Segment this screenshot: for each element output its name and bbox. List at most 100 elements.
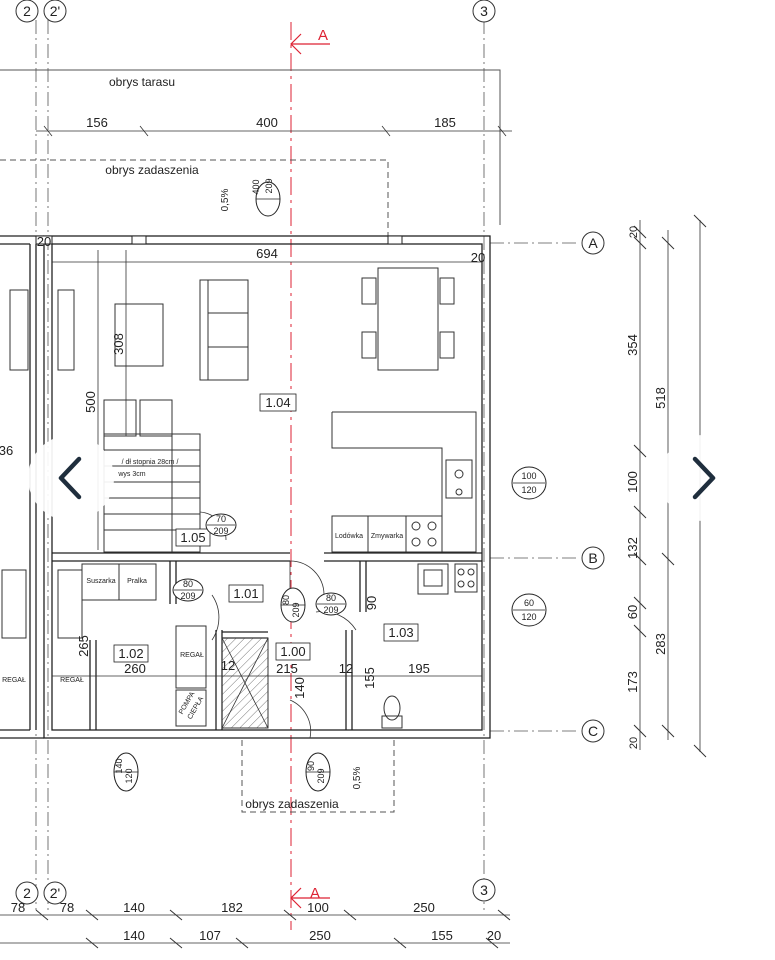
label-regal-2: REGAŁ	[60, 677, 84, 684]
dim-right-20-bottom: 20	[628, 737, 640, 749]
dim-right-283: 283	[653, 633, 668, 655]
door-3-width: 80	[183, 579, 193, 589]
prev-image-button[interactable]	[28, 435, 114, 521]
window-1-width: 100	[521, 471, 536, 481]
room-number-100: 1.00	[280, 644, 305, 659]
axis-label-bottom-3: 3	[480, 882, 488, 898]
dim-right-20-top: 20	[628, 226, 640, 238]
door-7-height: 209	[316, 768, 326, 783]
dim-bottom-2-d: 155	[431, 928, 453, 943]
roof-outline-bottom	[241, 740, 395, 813]
dim-20b: 20	[471, 250, 485, 265]
dim-right-60: 60	[625, 605, 640, 619]
dim-right-132: 132	[625, 537, 640, 559]
dim-20a: 20	[37, 234, 51, 249]
axis-label-top-2p: 2'	[50, 3, 60, 19]
door-3-height: 209	[180, 591, 195, 601]
room-number-102: 1.02	[118, 646, 143, 661]
door-1-height: 209	[264, 178, 274, 193]
door-5-width: 80	[326, 593, 336, 603]
door-6-width: 140	[114, 758, 124, 773]
dim-260: 260	[124, 661, 146, 676]
section-marker-top	[290, 33, 330, 55]
dim-694: 694	[256, 246, 278, 261]
dim-bottom-1-c: 140	[123, 900, 145, 915]
window-1-height: 120	[521, 485, 536, 495]
stair-note-1: / dł stopnia 28cm /	[122, 459, 179, 466]
dim-308: 308	[111, 333, 126, 355]
chevron-left-icon	[58, 456, 82, 500]
axis-label-a: A	[588, 235, 598, 251]
dim-right-354: 354	[625, 334, 640, 356]
label-pralka: Pralka	[127, 578, 147, 585]
door-4-height: 209	[291, 602, 301, 617]
label-suszarka: Suszarka	[86, 578, 115, 585]
axis-label-b: B	[588, 550, 597, 566]
label-regal-3: REGAŁ	[2, 677, 26, 684]
axis-label-top-3: 3	[480, 3, 488, 19]
section-marker-top-label: A	[318, 27, 328, 44]
dim-215: 215	[276, 661, 298, 676]
dim-bottom-2-e: 20	[487, 928, 501, 943]
label-zmywarka: Zmywarka	[371, 533, 403, 540]
dim-bottom-2-b: 107	[199, 928, 221, 943]
door-6-height: 120	[124, 768, 134, 783]
dim-bottom-2-a: 140	[123, 928, 145, 943]
dim-36: 36	[0, 443, 13, 458]
dim-right-100: 100	[625, 471, 640, 493]
door-4-width: 80	[281, 595, 291, 605]
chevron-right-icon	[692, 456, 716, 500]
axis-label-c: C	[588, 723, 598, 739]
door-2-height: 209	[213, 526, 228, 536]
label-lodowka: Lodówka	[335, 533, 363, 540]
axis-bubbles	[15, 0, 605, 905]
furniture	[1, 267, 478, 729]
door-5-height: 209	[323, 605, 338, 615]
terrace-outline	[0, 69, 501, 225]
dim-bottom-1-a: 78	[11, 900, 25, 915]
dim-bottom-1-f: 250	[413, 900, 435, 915]
dim-140v: 140	[292, 677, 307, 699]
dim-195: 195	[408, 661, 430, 676]
room-number-104: 1.04	[265, 395, 290, 410]
dim-right-518: 518	[653, 387, 668, 409]
dim-bottom-1-e: 100	[307, 900, 329, 915]
roof-outline-top-label: obrys zadaszenia	[105, 163, 199, 177]
dim-155: 155	[362, 667, 377, 689]
room-number-105: 1.05	[180, 530, 205, 545]
dim-bottom-2-c: 250	[309, 928, 331, 943]
terrace-outline-label: obrys tarasu	[109, 75, 175, 89]
dim-top-156: 156	[86, 115, 108, 130]
roof-outline-bottom-label: obrys zadaszenia	[245, 797, 339, 811]
door-1-width: 400	[251, 179, 261, 194]
dim-top-400: 400	[256, 115, 278, 130]
stair-note-2: wys 3cm	[117, 471, 145, 478]
dim-top-185: 185	[434, 115, 456, 130]
axis-label-top-2: 2	[23, 3, 31, 19]
dim-265: 265	[76, 635, 91, 657]
section-marker-bottom-label: A	[310, 885, 320, 902]
door-2-width: 70	[216, 514, 226, 524]
label-regal-1: REGAŁ	[180, 652, 204, 659]
dim-right-173: 173	[625, 671, 640, 693]
section-marker-bottom	[290, 887, 330, 909]
dim-bottom-1-d: 182	[221, 900, 243, 915]
dim-90: 90	[364, 596, 379, 610]
slope-bottom: 0,5%	[352, 766, 363, 789]
next-image-button[interactable]	[660, 435, 746, 521]
dim-500: 500	[83, 391, 98, 413]
dim-12b: 12	[221, 658, 235, 673]
window-2-width: 60	[524, 598, 534, 608]
door-7-width: 90	[306, 761, 316, 771]
door-callouts	[113, 181, 547, 792]
terrace-posts	[35, 235, 403, 245]
dim-bottom-1-b: 78	[60, 900, 74, 915]
axis-label-bottom-2p: 2'	[50, 885, 60, 901]
room-number-103: 1.03	[388, 625, 413, 640]
slope-top: 0,5%	[220, 188, 231, 211]
dimension-lines	[0, 125, 701, 944]
window-2-height: 120	[521, 612, 536, 622]
axis-label-bottom-2: 2	[23, 885, 31, 901]
room-number-101: 1.01	[233, 586, 258, 601]
